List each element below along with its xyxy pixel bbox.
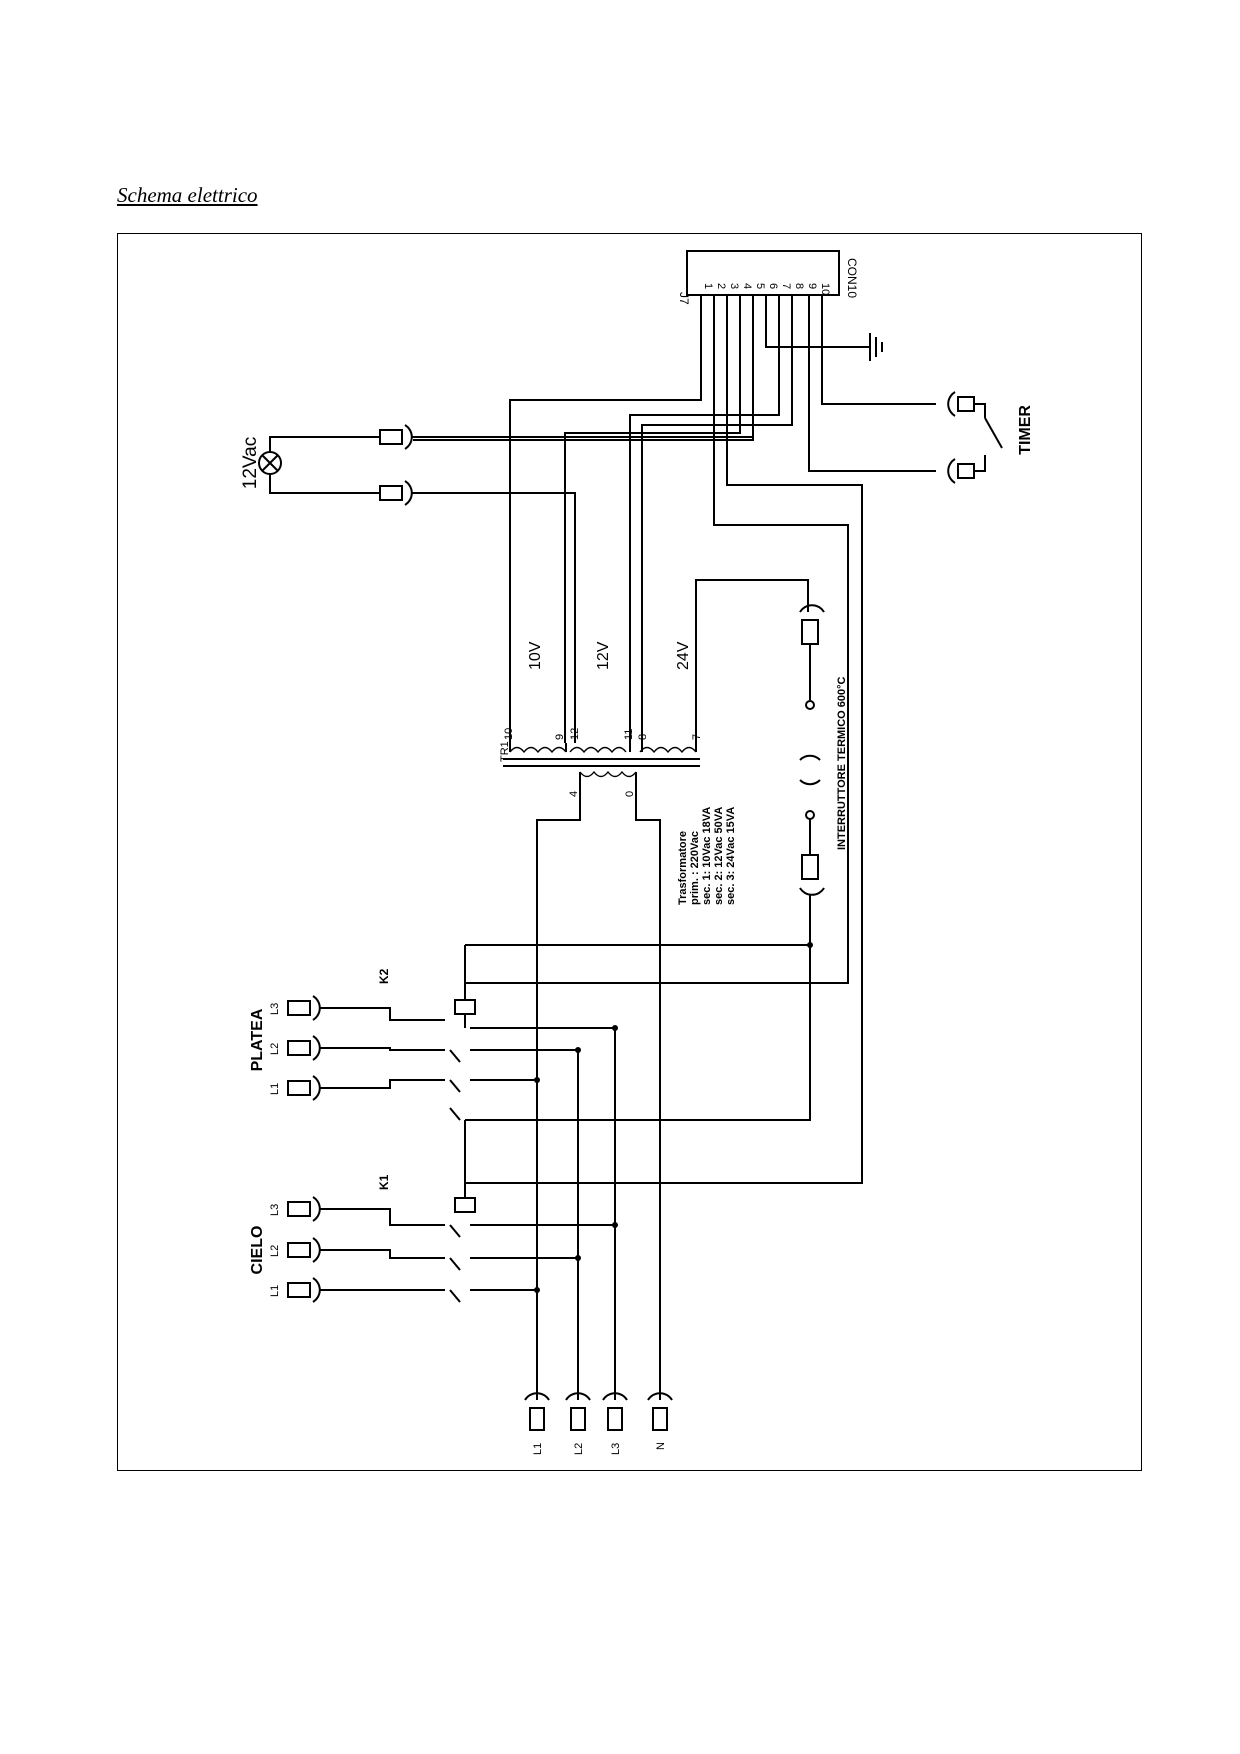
lamp-connector-top [379, 424, 753, 450]
j7-pin-4: 4 [741, 283, 753, 289]
timer-connector-bottom [947, 458, 975, 484]
timer-label: TIMER [1017, 405, 1034, 455]
ground-icon [766, 333, 883, 361]
j7-pin-9: 9 [806, 283, 818, 289]
transformer-id: TR1 [499, 741, 511, 762]
thermal-switch-label: INTERRUTTORE TERMICO 600°C [836, 676, 848, 850]
con10-label: CON10 [845, 258, 859, 298]
platea-phase-l1: L1 [269, 1083, 281, 1095]
cielo-connectors [287, 1196, 615, 1303]
platea-connectors [287, 995, 616, 1400]
platea-phase-l3: L3 [269, 1003, 281, 1015]
platea-label: PLATEA [249, 1008, 266, 1071]
spec-line-1: Trasformatore [677, 831, 689, 905]
page-title: Schema elettrico [117, 183, 258, 207]
cielo-label: CIELO [249, 1226, 266, 1275]
j7-pin-2: 2 [715, 283, 727, 289]
j7-pin-5: 5 [754, 283, 766, 289]
supply-terminal-l2: L2 [573, 1443, 585, 1455]
spec-line-4: sec. 2: 12Vac 50VA [713, 807, 725, 905]
supply-terminal-n: N [655, 1442, 667, 1450]
lamp-label: 12Vac [240, 437, 261, 489]
spec-line-2: prim. : 220Vac [689, 831, 701, 905]
k1-label: K1 [377, 1174, 391, 1190]
junction-dots [534, 942, 813, 1293]
secondary-24v-label: 24V [675, 641, 692, 670]
k2-label: K2 [377, 968, 391, 984]
tr-terminal-9: 9 [554, 734, 566, 740]
tr-terminal-7: 7 [691, 734, 703, 740]
transformer-tr1 [503, 579, 809, 1400]
contactor-k2 [449, 945, 476, 1121]
diagram-frame [117, 233, 1142, 1471]
cielo-phase-l3: L3 [269, 1204, 281, 1216]
j7-pin-3: 3 [728, 283, 740, 289]
cielo-phase-l1: L1 [269, 1285, 281, 1297]
tr-terminal-4: 4 [568, 791, 580, 797]
lamp-icon [258, 436, 380, 494]
secondary-10v-label: 10V [527, 641, 544, 670]
tr-terminal-11: 11 [623, 729, 635, 740]
contactor-k1 [449, 1120, 476, 1303]
platea-phase-l2: L2 [269, 1043, 281, 1055]
j7-pin-8: 8 [793, 283, 805, 289]
j7-pin-labels: 1 2 3 4 5 6 7 8 9 10 [702, 283, 831, 295]
cielo-phase-l2: L2 [269, 1245, 281, 1257]
lamp-connector-bottom [379, 480, 576, 743]
j7-connector [686, 250, 840, 296]
secondary-12v-label: 12V [595, 641, 612, 670]
supply-terminals [524, 1392, 673, 1431]
j7-pin-10: 10 [819, 283, 831, 295]
timer-switch-icon [974, 403, 1003, 472]
spec-line-5: sec. 3: 24Vac 15VA [725, 807, 737, 905]
j7-pin-1: 1 [702, 283, 714, 289]
supply-terminal-l1: L1 [532, 1443, 544, 1455]
timer-connector-top [822, 391, 975, 417]
j7-pin-6: 6 [767, 283, 779, 289]
transformer-spec: Trasformatore prim. : 220Vac sec. 1: 10V… [677, 807, 737, 905]
tr-terminal-0: 0 [624, 791, 636, 797]
tr-terminal-10: 10 [503, 728, 515, 740]
j7-label: J7 [677, 292, 691, 305]
j7-pin-7: 7 [780, 283, 792, 289]
supply-terminal-l3: L3 [610, 1443, 622, 1455]
tr-terminal-12: 12 [569, 728, 581, 740]
transformer-terminal-labels: 10 9 12 11 8 7 4 0 [503, 728, 703, 797]
spec-line-3: sec. 1: 10Vac 18VA [701, 807, 713, 905]
thermal-switch [465, 604, 825, 1121]
tr-terminal-8: 8 [637, 734, 649, 740]
